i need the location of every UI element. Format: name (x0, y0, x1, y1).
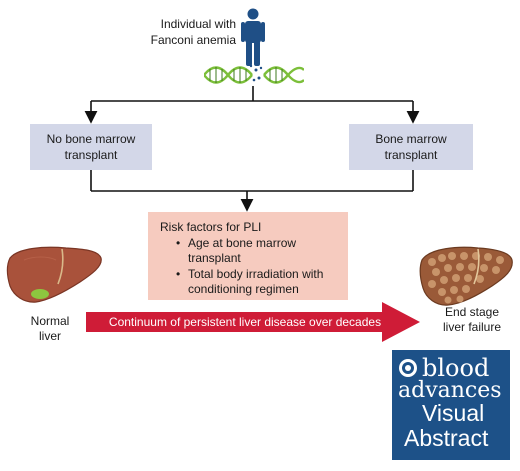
normal-liver-label: Normal liver (20, 314, 80, 344)
risk-title: Risk factors for PLI (160, 220, 262, 234)
transplant-box: Bone marrow transplant (349, 124, 473, 170)
bullet-icon: • (176, 267, 181, 281)
cirrhotic-liver-icon (419, 246, 513, 306)
continuum-arrow (86, 302, 420, 342)
continuum-label: Continuum of persistent liver disease ov… (108, 315, 382, 329)
blood-advances-logo: blood advances Visual Abstract (392, 350, 510, 460)
end-stage-line2: liver failure (442, 320, 502, 334)
normal-liver-line2: liver (38, 329, 61, 343)
transplant-line2: transplant (384, 148, 438, 162)
logo-advances: advances (398, 378, 502, 403)
risk-bullet-1-line1: Age at bone marrow (188, 236, 297, 250)
no-transplant-box: No bone marrow transplant (30, 124, 152, 170)
risk-factors-box: Risk factors for PLI • Age at bone marro… (148, 212, 348, 300)
logo-visual: Visual (422, 400, 485, 426)
no-transplant-line1: No bone marrow (46, 132, 136, 146)
transplant-line1: Bone marrow (375, 132, 447, 146)
end-stage-line1: End stage (444, 305, 500, 319)
individual-label: Individual with Fanconi anemia (118, 16, 236, 48)
dna-icon (204, 64, 304, 84)
journal-emblem-icon (399, 359, 417, 377)
individual-label-line2: Fanconi anemia (150, 33, 236, 47)
logo-blood: blood (422, 354, 490, 382)
risk-bullet-2-line1: Total body irradiation with (188, 267, 324, 281)
risk-bullet-1-line2: transplant (188, 251, 241, 265)
bullet-icon: • (176, 236, 181, 250)
person-icon (241, 8, 265, 66)
individual-label-line1: Individual with (160, 17, 236, 31)
risk-bullet-2-line2: conditioning regimen (188, 282, 299, 296)
risk-bullet-1: Age at bone marrow transplant (188, 236, 344, 266)
normal-liver-line1: Normal (30, 314, 70, 328)
logo-abstract: Abstract (404, 425, 489, 451)
risk-bullet-2: Total body irradiation with conditioning… (188, 267, 344, 297)
healthy-liver-icon (6, 246, 102, 303)
no-transplant-line2: transplant (64, 148, 118, 162)
end-stage-label: End stage liver failure (424, 305, 520, 335)
